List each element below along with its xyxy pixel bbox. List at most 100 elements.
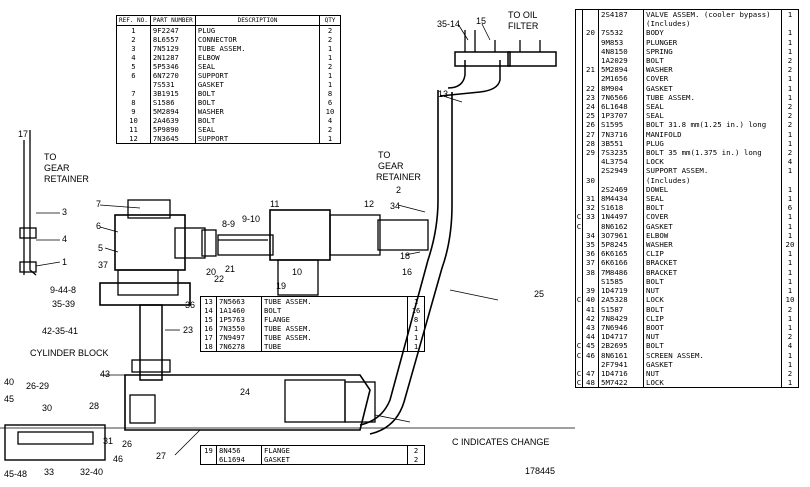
quantity: 2 [319,25,341,35]
description: CONNECTOR [194,35,320,44]
part-number: 2N1287 [149,53,196,62]
ref-number: 45 [582,341,599,351]
description: (Includes) [643,19,782,29]
part-number: 6K6165 [598,249,644,259]
quantity: 2 [781,368,799,379]
part-number: 8N6161 [598,350,644,360]
change-mark: C [576,368,582,378]
quantity: 1 [781,28,799,38]
quantity: 1 [781,276,799,287]
quantity: 1 [319,53,341,62]
description: BOOT [643,322,782,333]
illustration-number: 178445 [525,466,556,476]
ref-number [582,46,599,57]
description: ELBOW [643,230,782,241]
to-oil-filter-label-line1: TO OIL [508,10,538,20]
ref-number [582,37,599,47]
quantity: 2 [781,102,799,112]
quantity: 2 [781,120,799,130]
quantity: 1 [781,267,799,277]
callout-label: 1 [62,257,68,267]
part-number: 2A4639 [149,116,196,125]
to-gear-retainer-a-line2: GEAR [44,163,70,173]
part-number: 4N8150 [598,46,644,57]
change-mark [576,28,583,37]
ref-number: 34 [582,230,599,241]
callout-label: 24 [240,387,251,397]
ref-number [582,276,599,287]
part-number: 7N3716 [598,129,644,139]
callout-label: 43 [100,369,111,379]
change-mark: C [576,378,582,388]
callout-label: 19 [276,281,287,291]
table-header-row: REF. NO. PART NUMBER DESCRIPTION QTY [116,15,341,26]
ref-number [582,74,599,84]
ref-number: 37 [582,258,599,268]
change-mark [576,360,583,369]
description: TUBE ASSEM. [261,296,408,306]
quantity: 1 [781,258,799,268]
part-number: 2B2695 [598,341,644,351]
quantity: 1 [781,74,799,84]
ref-number: 41 [582,304,599,314]
quantity: 1 [781,378,799,388]
ref-number [582,157,599,167]
part-number [598,175,644,185]
part-number: 7N5129 [149,44,196,53]
ref-number: 32 [582,203,599,213]
description: SEAL [643,111,782,121]
callout-label: 10 [292,267,303,277]
callout-label: 9-44-8 [50,285,77,295]
quantity: 1 [781,322,799,333]
ref-number: 43 [582,322,599,333]
part-number: 1P3707 [598,111,644,121]
description: COVER [643,74,782,84]
part-number: 8M4434 [598,194,644,204]
description: TUBE ASSEM. [261,333,408,342]
quantity: 1 [781,212,799,222]
description: (Includes) [643,175,782,185]
part-number: 7S532 [598,28,644,38]
part-number: 6K6166 [598,258,644,268]
part-number: 3O7961 [598,230,644,241]
callout-label: 27 [156,451,167,461]
callout-label: 12 [364,199,375,209]
description: BODY [643,28,782,38]
table-row: (Includes) [576,19,799,29]
part-number [598,19,644,29]
change-mark [576,176,583,185]
part-number: 1D4719 [598,286,644,296]
callout-label: 16 [402,267,413,277]
quantity: 6 [781,203,799,213]
quantity: 1 [781,249,799,259]
ref-number: 29 [582,148,599,158]
quantity: 2 [407,445,425,455]
change-mark: C [576,212,582,222]
quantity: 2 [319,35,341,44]
col-header-description: DESCRIPTION [194,15,321,26]
change-mark [576,84,583,93]
quantity: 2 [319,62,341,71]
ref-number: 8 [116,98,151,107]
quantity: 2 [781,148,799,158]
part-number: 8N6162 [598,221,644,231]
description: NUT [643,368,782,379]
part-number: 4L3754 [598,157,644,167]
ref-number [582,19,599,29]
ref-number: 7 [116,89,151,98]
part-number: 7N6946 [598,322,644,333]
description: COVER [643,212,782,222]
change-mark [576,258,583,267]
